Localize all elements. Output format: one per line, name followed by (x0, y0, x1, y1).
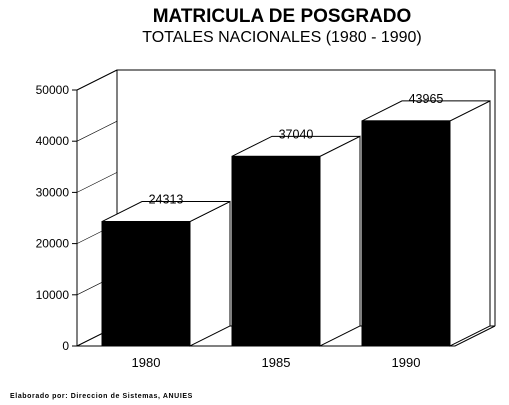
x-tick-label: 1980 (132, 355, 161, 370)
bar-side (319, 135, 361, 347)
bar-1990 (361, 100, 491, 347)
y-tick-label: 40000 (36, 134, 70, 148)
y-tick-label: 50000 (36, 83, 70, 97)
bars (101, 100, 491, 347)
data-labels: 24313 37040 43965 (149, 92, 444, 207)
y-tick-depth-line (76, 120, 118, 142)
bar-front (361, 120, 451, 347)
x-axis: 1980 1985 1990 (132, 355, 421, 370)
footer-credit: Elaborado por: Direccion de Sistemas, AN… (10, 393, 193, 400)
y-tick-label: 20000 (36, 237, 70, 251)
chart-title: MATRICULA DE POSGRADO (153, 6, 412, 27)
data-label: 24313 (149, 193, 184, 207)
bar-1985 (231, 135, 361, 347)
y-tick-depth-line (76, 69, 118, 91)
y-tick-depth-line (76, 172, 118, 193)
chart-subtitle: TOTALES NACIONALES (1980 - 1990) (142, 29, 422, 46)
data-label: 37040 (279, 127, 314, 141)
bar-1980 (101, 200, 231, 347)
y-tick-label: 10000 (36, 288, 70, 302)
y-tick-label: 30000 (36, 185, 70, 199)
x-tick-label: 1985 (262, 355, 291, 370)
data-label: 43965 (409, 92, 444, 106)
back-wall (116, 69, 496, 326)
bar-front (101, 221, 191, 347)
y-tick-label: 0 (62, 339, 69, 353)
bar-front (231, 155, 321, 347)
bar-side (189, 200, 231, 347)
bar-side (449, 100, 491, 347)
y-axis: 0 10000 20000 30000 40000 50000 (36, 69, 118, 353)
x-tick-label: 1990 (392, 355, 421, 370)
